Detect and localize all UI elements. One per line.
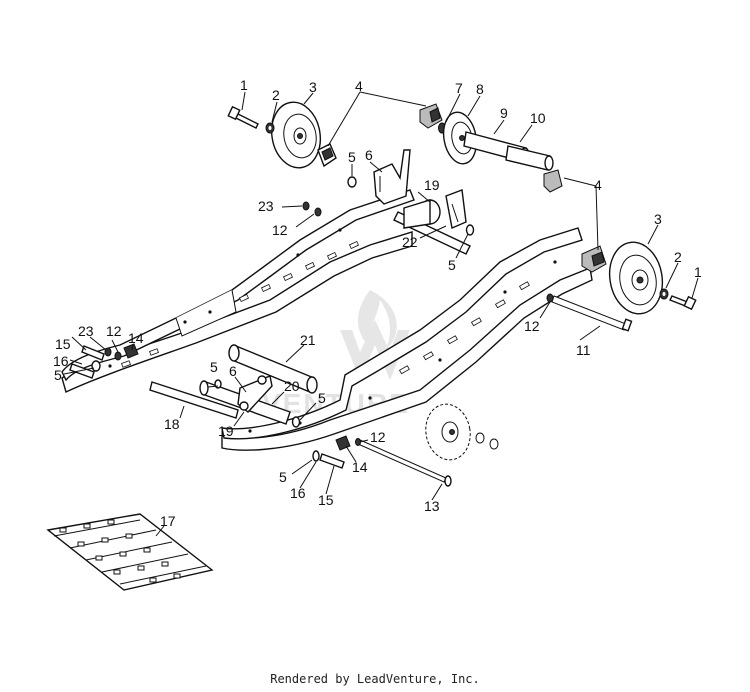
callout-16: 16 [290,485,306,501]
rail-slots-front [398,281,530,375]
callout-9: 9 [500,105,508,121]
callout-17: 17 [160,513,176,529]
callout-12: 12 [272,222,288,238]
flame-watermark-icon [340,290,410,380]
callout-5: 5 [54,367,62,383]
bracket-18 [149,381,239,419]
callout-10: 10 [530,110,546,126]
callout-13: 13 [424,498,440,514]
callout-12: 12 [370,429,386,445]
callout-19: 19 [424,177,440,193]
rail-slots [121,240,360,368]
callout-2: 2 [674,249,682,265]
footer-credit: Rendered by LeadVenture, Inc. [270,672,480,686]
callout-14: 14 [352,459,368,475]
right-rail [221,227,593,451]
axle-10 [505,145,554,171]
callout-15: 15 [55,336,71,352]
callout-4: 4 [594,177,602,193]
callout-19: 19 [218,423,234,439]
bolt-1-right [669,295,697,311]
callout-23: 23 [258,198,274,214]
cap-4-right [543,169,563,193]
cap-4-upper-right [419,103,443,129]
nut-12-right [546,293,554,303]
bolt-15-right [319,453,345,469]
cap-4-upper [317,143,337,168]
callout-5: 5 [279,469,287,485]
callout-20: 20 [284,378,300,394]
callout-14: 14 [128,330,144,346]
left-rail [61,189,415,393]
callout-5: 5 [448,257,456,273]
callout-11: 11 [576,342,591,358]
callout-12: 12 [524,318,540,334]
callout-5: 5 [210,359,218,375]
washer-2-left [265,122,275,134]
bracket-6-upper [373,149,411,205]
callout-3: 3 [309,79,317,95]
cap-4-right-lower [581,245,607,273]
callout-4: 4 [355,78,363,94]
bracket-19-upper [445,189,467,229]
callout-18: 18 [164,416,180,432]
bolt-13 [357,439,452,487]
callout-5: 5 [348,149,356,165]
callout-6: 6 [365,147,373,163]
callout-12: 12 [106,323,122,339]
callout-2: 2 [272,87,280,103]
callout-16: 16 [53,353,69,369]
nut-14-right [335,435,351,451]
bolt-1-left [227,105,259,129]
track-17 [46,513,214,591]
callouts: 1 2 3 4 5 6 7 8 9 10 19 23 12 22 5 4 3 2… [53,77,702,529]
callout-5: 5 [318,390,326,406]
callout-6: 6 [229,363,237,379]
callout-21: 21 [300,332,316,348]
small-hardware-upper [214,176,475,428]
callout-23: 23 [78,323,94,339]
callout-22: 22 [402,234,418,250]
wheel-lower-front [425,403,471,461]
callout-15: 15 [318,492,334,508]
callout-1: 1 [240,77,248,93]
washer-16-right [312,450,320,462]
shaft-21 [228,344,318,394]
idler-wheel-3-left [270,101,322,169]
arm-19-lower [237,375,273,413]
nut-12-lower [355,438,361,446]
leader-lines [63,91,699,537]
callout-3: 3 [654,211,662,227]
washer-2-right [659,288,669,300]
callout-8: 8 [476,81,484,97]
callout-1: 1 [694,264,702,280]
hub-parts [475,432,499,450]
callout-7: 7 [455,80,463,96]
idler-wheel-3-right [608,241,664,315]
